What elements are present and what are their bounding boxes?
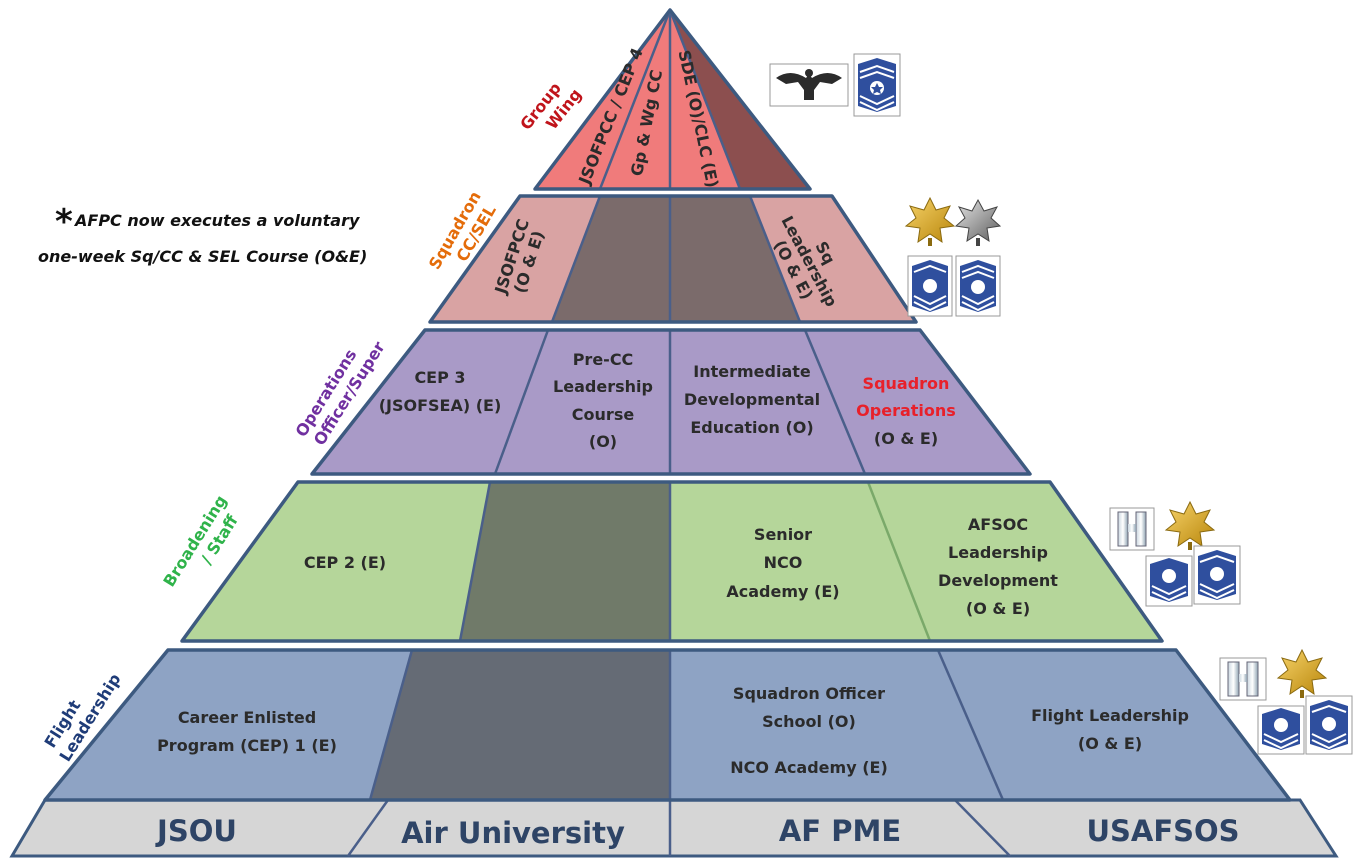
cell-pre-cc-line4: (O) bbox=[589, 432, 617, 451]
tier-broadening-staff bbox=[180, 480, 1164, 643]
cell-flight-leadership-line2: (O & E) bbox=[1078, 734, 1142, 753]
chief-master-sergeant-icon bbox=[955, 255, 1001, 317]
major-gold-leaf-icon bbox=[1276, 648, 1328, 698]
tier-flight-leadership bbox=[43, 648, 1292, 802]
cell-pre-cc-line3: Course bbox=[572, 405, 635, 424]
colonel-eagle-icon bbox=[769, 63, 849, 107]
broadening-texts: CEP 2 (E) Senior NCO Academy (E) AFSOC L… bbox=[304, 515, 1058, 618]
base-band: JSOU Air University AF PME USAFSOS bbox=[9, 798, 1339, 858]
cell-squadron-ops-line1: Squadron bbox=[863, 374, 950, 393]
tier-operations bbox=[310, 328, 1032, 476]
cell-snco-line2: NCO bbox=[764, 553, 803, 572]
cell-cep3-line2: (JSOFSEA) (E) bbox=[379, 396, 502, 415]
chief-master-sergeant-icon bbox=[853, 53, 901, 117]
column-label-af-pme: AF PME bbox=[779, 814, 901, 848]
major-gold-leaf-icon bbox=[1164, 500, 1216, 550]
cell-cep1-line1: Career Enlisted bbox=[178, 708, 316, 727]
cell-cep1-line2: Program (CEP) 1 (E) bbox=[157, 736, 337, 755]
note-asterisk: * bbox=[55, 202, 73, 242]
cell-squadron-ops-line3: (O & E) bbox=[874, 429, 938, 448]
tier-squadron-cc-sel bbox=[428, 194, 918, 324]
cell-ide-line1: Intermediate bbox=[693, 362, 811, 381]
cell-nco-academy: NCO Academy (E) bbox=[730, 758, 888, 777]
column-label-air-university: Air University bbox=[401, 816, 625, 850]
captain-bars-icon bbox=[1109, 507, 1155, 551]
cell-pre-cc-line2: Leadership bbox=[553, 377, 653, 396]
lieutenant-colonel-silver-leaf-icon bbox=[954, 198, 1002, 246]
cell-pre-cc-line1: Pre-CC bbox=[573, 350, 634, 369]
cell-afsoc-line2: Leadership bbox=[948, 543, 1048, 562]
cell-afsoc-line3: Development bbox=[938, 571, 1058, 590]
cell-sos-line1: Squadron Officer bbox=[733, 684, 885, 703]
major-gold-leaf-icon bbox=[904, 196, 956, 246]
captain-bars-icon bbox=[1219, 657, 1267, 701]
senior-master-sergeant-icon bbox=[1193, 545, 1241, 605]
flight-texts: Career Enlisted Program (CEP) 1 (E) Squa… bbox=[157, 684, 1189, 777]
column-label-jsou: JSOU bbox=[155, 814, 237, 848]
senior-master-sergeant-icon bbox=[1305, 695, 1353, 755]
cell-cep2: CEP 2 (E) bbox=[304, 553, 386, 572]
cell-snco-line1: Senior bbox=[754, 525, 812, 544]
cell-afsoc-line4: (O & E) bbox=[966, 599, 1030, 618]
cell-sos-line2: School (O) bbox=[762, 712, 856, 731]
operations-texts: CEP 3 (JSOFSEA) (E) Pre-CC Leadership Co… bbox=[379, 350, 956, 451]
cell-ide-line3: Education (O) bbox=[690, 418, 813, 437]
cell-flight-leadership-line1: Flight Leadership bbox=[1031, 706, 1189, 725]
cell-cep3-line1: CEP 3 bbox=[414, 368, 465, 387]
note-line2: one-week Sq/CC & SEL Course (O&E) bbox=[38, 247, 367, 266]
note-line1: AFPC now executes a voluntary bbox=[73, 211, 360, 230]
cell-snco-line3: Academy (E) bbox=[726, 582, 839, 601]
cell-ide-line2: Developmental bbox=[684, 390, 820, 409]
afpc-note: * AFPC now executes a voluntary one-week… bbox=[38, 202, 367, 266]
master-sergeant-icon bbox=[1145, 555, 1193, 607]
cell-squadron-ops-line2: Operations bbox=[856, 401, 956, 420]
senior-master-sergeant-icon bbox=[907, 255, 953, 317]
tier-group-wing bbox=[533, 8, 812, 191]
master-sergeant-icon bbox=[1257, 705, 1305, 755]
cell-afsoc-line1: AFSOC bbox=[968, 515, 1028, 534]
column-label-usafsos: USAFSOS bbox=[1086, 814, 1239, 848]
